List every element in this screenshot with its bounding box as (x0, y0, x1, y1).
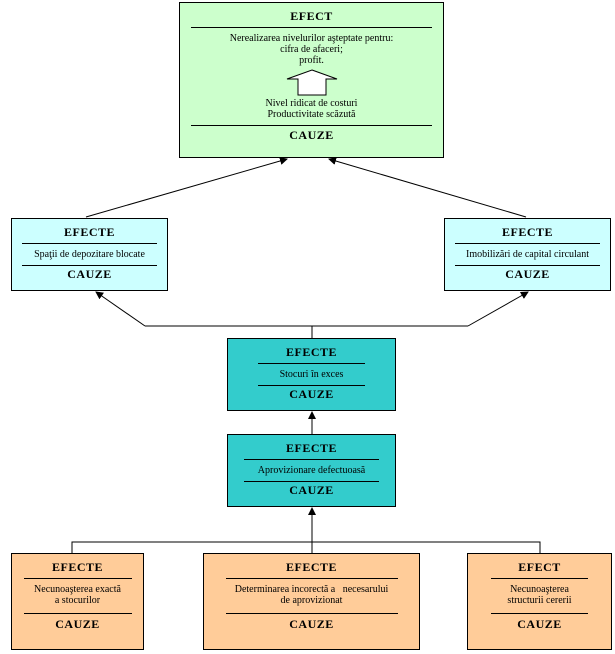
top-footer: CAUZE (289, 128, 334, 142)
divider (22, 243, 157, 244)
divider (191, 27, 432, 28)
effect-line: Nerealizarea nivelurilor aşteptate pentr… (229, 33, 394, 44)
divider (23, 578, 132, 579)
bottom-footer: CAUZE (55, 617, 100, 631)
divider (22, 265, 157, 266)
cause-line: Productivitate scăzută (267, 109, 356, 120)
bottom-header: EFECTE (51, 560, 103, 574)
bottom-footer: CAUZE (289, 617, 334, 631)
effect-line: cifra de afaceri; (280, 44, 343, 55)
divider (244, 459, 379, 460)
divider (225, 578, 398, 579)
left-header: EFECTE (63, 225, 115, 239)
supply-effect-box: EFECTE Aprovizionare defectuoasă CAUZE (227, 434, 396, 507)
bottom-effect-box-stock-knowledge: EFECTE Necunoaşterea exactă a stocurilor… (11, 553, 144, 650)
right-header: EFECTE (501, 225, 553, 239)
divider (455, 265, 600, 266)
divider (491, 613, 588, 614)
divider (258, 363, 365, 364)
right-effect-text: Imobilizări de capital circulant (466, 249, 589, 260)
bottom-effect-text: Necunoaşterea structurii cererii (507, 584, 571, 606)
divider (455, 243, 600, 244)
stocks-header: EFECTE (285, 345, 337, 359)
top-header: EFECT (290, 9, 333, 23)
arrow-right-to-top (328, 157, 527, 218)
top-effect-text: Nerealizarea nivelurilor aşteptate pentr… (230, 33, 394, 66)
supply-header: EFECTE (285, 441, 337, 455)
bottom-effect-text: Necunoaşterea exactă a stocurilor (34, 584, 121, 606)
supply-footer: CAUZE (289, 483, 334, 497)
divider (258, 385, 365, 386)
bottom-effect-box-requirements: EFECTE Determinarea incorectă a necesaru… (203, 553, 420, 650)
top-effect-box: EFECT Nerealizarea nivelurilor aşteptate… (179, 2, 444, 158)
left-effect-text: Spaţii de depozitare blocate (34, 249, 145, 260)
bottom-header: EFECT (518, 560, 561, 574)
stocks-branch-line (145, 325, 313, 338)
effect-line: de aprovizionat (280, 595, 343, 606)
arrow-stocks-to-right (467, 291, 529, 327)
effect-line: profit. (299, 55, 324, 66)
effect-line: Determinarea incorectă a necesarului (234, 584, 389, 595)
left-effect-box: EFECTE Spaţii de depozitare blocate CAUZ… (11, 218, 168, 291)
divider (491, 578, 588, 579)
bottom-header: EFECTE (285, 560, 337, 574)
divider (23, 613, 132, 614)
divider (225, 613, 398, 614)
bottom-footer: CAUZE (517, 617, 562, 631)
bottom-effect-box-demand-structure: EFECT Necunoaşterea structurii cererii C… (467, 553, 612, 650)
supply-effect-text: Aprovizionare defectuoasă (257, 465, 366, 476)
top-cause-text: Nivel ridicat de costuri Productivitate … (266, 98, 358, 120)
right-effect-box: EFECTE Imobilizări de capital circulant … (444, 218, 611, 291)
right-footer: CAUZE (505, 267, 550, 281)
effect-line: structurii cererii (507, 595, 572, 606)
left-footer: CAUZE (67, 267, 112, 281)
effect-line: a stocurilor (54, 595, 101, 606)
arrow-stocks-to-left (95, 291, 146, 327)
divider (191, 125, 432, 126)
cause-line: Nivel ridicat de costuri (265, 98, 358, 109)
up-arrow-icon (286, 69, 337, 96)
stocks-footer: CAUZE (289, 387, 334, 401)
stocks-effect-box: EFECTE Stocuri în exces CAUZE (227, 338, 396, 411)
effect-line: Necunoaşterea (510, 584, 569, 595)
arrow-left-to-top (85, 157, 288, 218)
stocks-effect-text: Stocuri în exces (279, 369, 344, 380)
bottom-branch-line (71, 541, 541, 553)
bottom-effect-text: Determinarea incorectă a necesarului de … (235, 584, 389, 606)
divider (244, 481, 379, 482)
effect-line: Necunoaşterea exactă (34, 584, 121, 595)
